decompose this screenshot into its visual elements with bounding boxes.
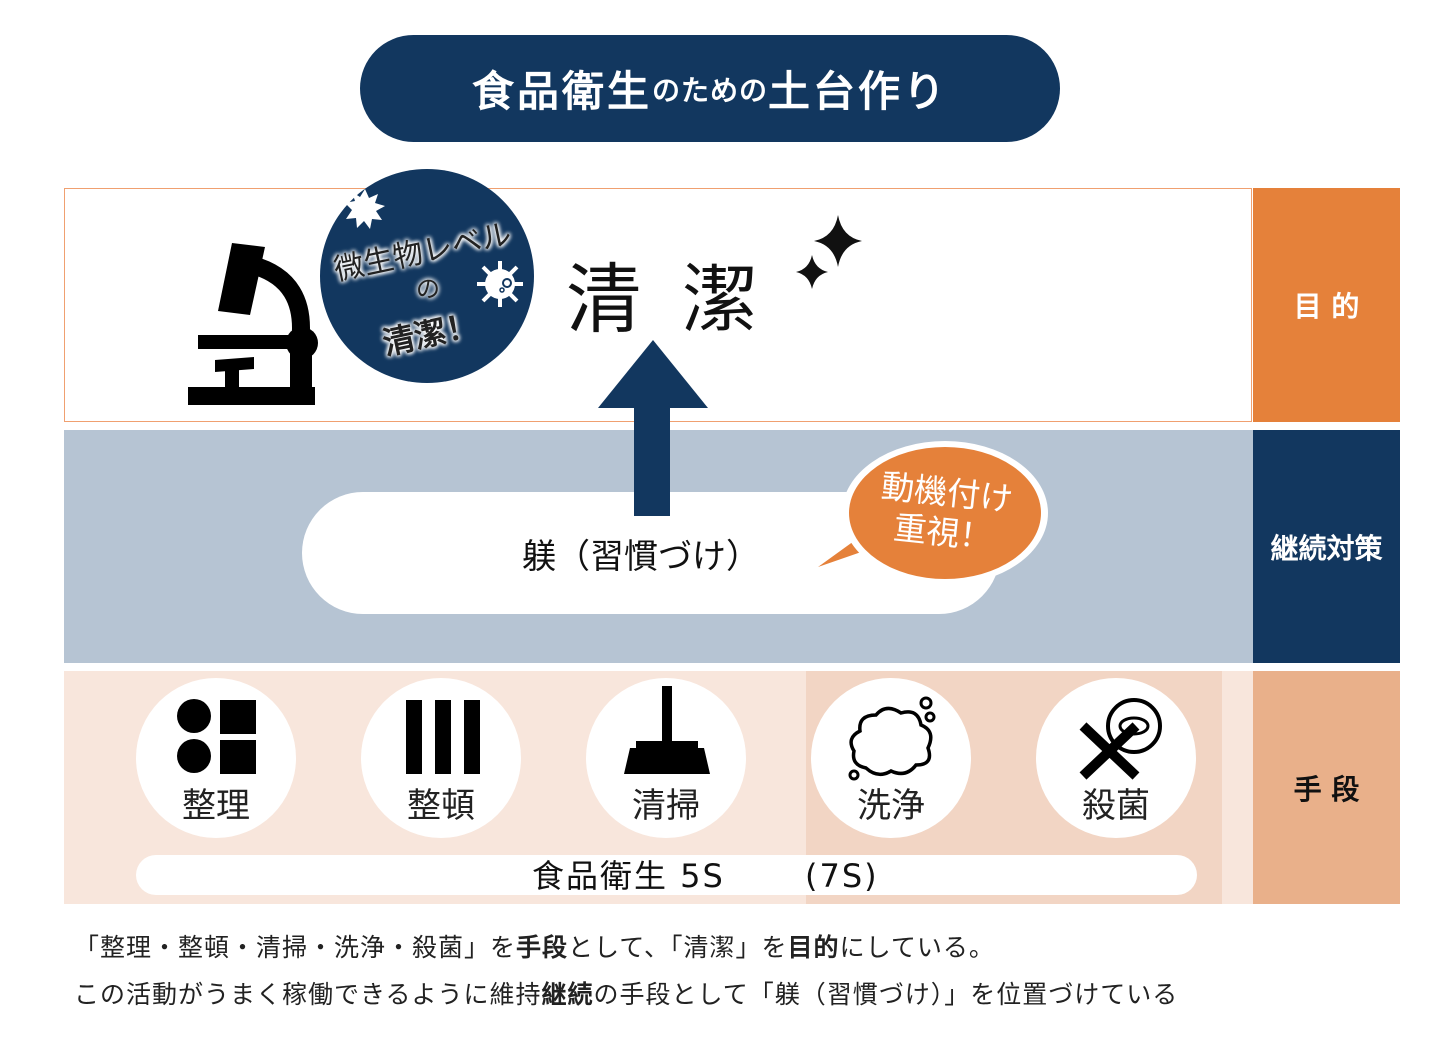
microscope-icon xyxy=(188,243,318,405)
germ-cross-icon xyxy=(1079,698,1162,780)
cleanliness-heading: 清 潔 xyxy=(566,255,767,344)
item-seiri: 整理 xyxy=(136,678,296,838)
foam-bubbles-icon xyxy=(848,696,936,781)
title-banner: 食品衛生のための土台作り xyxy=(360,35,1060,142)
food-hygiene-5s-text: 食品衛生 5S (7S) xyxy=(532,857,879,895)
sparkle-icon xyxy=(796,215,862,289)
purpose-label: 目 的 xyxy=(1253,188,1400,422)
title-text-1: 食品衛生 xyxy=(471,67,652,116)
means-label: 手 段 xyxy=(1253,671,1400,904)
broom-icon xyxy=(624,686,710,774)
footer-bold: 継続 xyxy=(541,980,594,1009)
item-senjou: 洗浄 xyxy=(811,678,971,838)
title-text-3: 土台作り xyxy=(768,67,949,116)
footer-text: にしている。 xyxy=(839,933,995,962)
germ-icon xyxy=(345,189,385,229)
item-seisou: 清掃 xyxy=(586,678,746,838)
item-label: 洗浄 xyxy=(857,786,925,826)
grid-shapes-icon xyxy=(177,699,256,774)
vertical-bars-icon xyxy=(406,700,480,774)
up-arrow-icon xyxy=(598,340,708,516)
bubble-text: 動機付け 重視！ xyxy=(866,465,1024,560)
virus-icon xyxy=(477,261,523,307)
food-hygiene-5s-bar: 食品衛生 5S (7S) xyxy=(136,855,1197,895)
footer-text: として、「清潔」を xyxy=(568,933,788,962)
item-seiton: 整頓 xyxy=(361,678,521,838)
means-row-gap xyxy=(1222,671,1253,904)
item-sakkin: 殺菌 xyxy=(1036,678,1196,838)
item-label: 清掃 xyxy=(632,786,700,826)
footer-text: の手段として「躾（習慣づけ）」を位置づけている xyxy=(593,980,1179,1009)
continuation-label: 継続対策 xyxy=(1253,430,1400,663)
title-text-2: のための xyxy=(651,73,768,107)
footer-text: この活動がうまく稼働できるように維持 xyxy=(74,980,542,1009)
footer-bold: 手段 xyxy=(516,933,569,962)
badge-text-3: 清潔！ xyxy=(379,305,482,363)
footer-line-1: 「整理・整頓・清掃・洗浄・殺菌」を手段として、「清潔」を目的にしている。 xyxy=(74,928,995,964)
footer-line-2: この活動がうまく稼働できるように維持継続の手段として「躾（習慣づけ）」を位置づけ… xyxy=(74,975,1178,1011)
speech-bubble xyxy=(818,441,1048,585)
microbe-badge: 微生物レベル の 清潔！ xyxy=(320,169,534,383)
badge-text-2: の xyxy=(416,275,440,303)
footer-bold: 目的 xyxy=(787,933,840,962)
footer-text: 「整理・整頓・清掃・洗浄・殺菌」を xyxy=(74,933,517,962)
item-label: 整頓 xyxy=(407,786,475,826)
item-label: 殺菌 xyxy=(1082,786,1150,826)
item-label: 整理 xyxy=(182,786,250,826)
